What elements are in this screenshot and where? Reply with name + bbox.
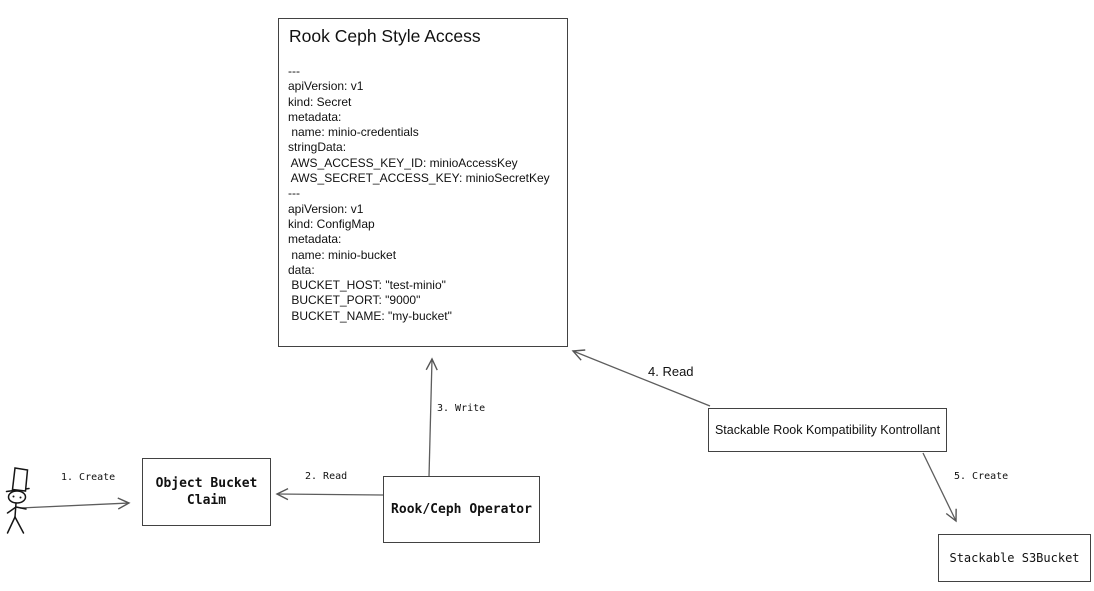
node-rook-ceph-operator-label: Rook/Ceph Operator bbox=[391, 502, 532, 517]
edge-label-5-create: 5. Create bbox=[954, 471, 1009, 482]
stick-figure-person-icon bbox=[5, 467, 30, 534]
edge-label-3-write: 3. Write bbox=[437, 403, 486, 414]
edge-4-read-arrow bbox=[571, 349, 711, 407]
node-rook-ceph-style-access: Rook Ceph Style Access --- apiVersion: v… bbox=[278, 18, 568, 347]
edge-5-create-arrow bbox=[922, 452, 957, 523]
node-stackable-rook-kompatibility-kontrollant: Stackable Rook Kompatibility Kontrollant bbox=[708, 408, 947, 452]
edge-label-4-read: 4. Read bbox=[648, 364, 694, 379]
edge-3-write-arrow bbox=[425, 357, 438, 478]
edge-1-create-arrow bbox=[19, 497, 131, 510]
edge-label-1-create: 1. Create bbox=[61, 472, 116, 483]
node-rook-ceph-operator: Rook/Ceph Operator bbox=[383, 476, 540, 543]
rook-box-title: Rook Ceph Style Access bbox=[289, 26, 481, 46]
edge-2-read-arrow bbox=[275, 487, 384, 501]
yaml-manifest-text: --- apiVersion: v1 kind: Secret metadata… bbox=[288, 64, 550, 323]
node-object-bucket-claim: Object Bucket Claim bbox=[142, 458, 271, 526]
node-object-bucket-claim-label: Object Bucket Claim bbox=[155, 476, 258, 508]
node-stackable-kontrollant-label: Stackable Rook Kompatibility Kontrollant bbox=[714, 423, 941, 437]
edge-label-2-read: 2. Read bbox=[305, 471, 348, 482]
node-stackable-s3bucket: Stackable S3Bucket bbox=[938, 534, 1091, 582]
node-stackable-s3bucket-label: Stackable S3Bucket bbox=[949, 551, 1080, 565]
